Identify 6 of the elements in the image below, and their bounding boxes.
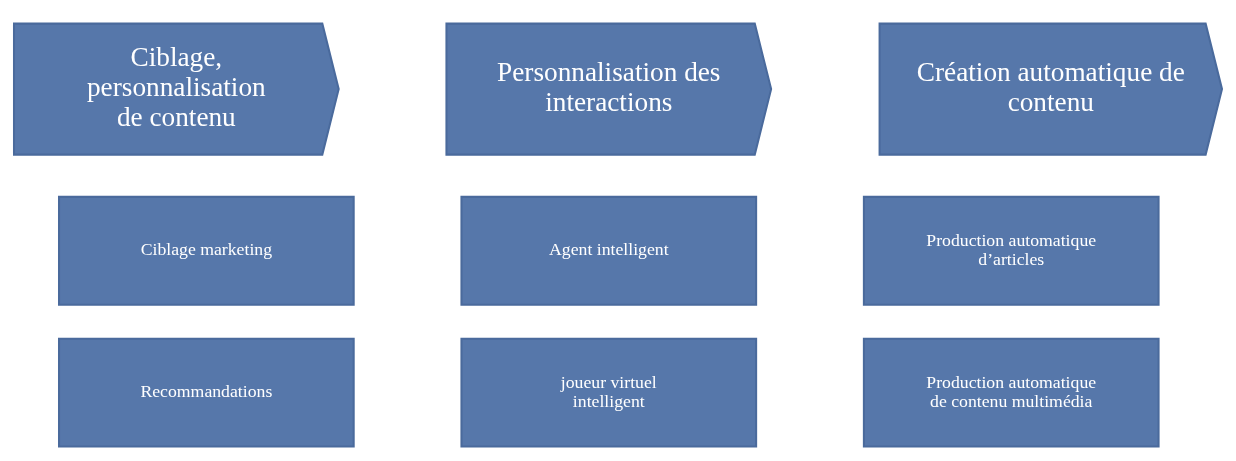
node-box: Agent intelligent (460, 195, 758, 306)
node-box: Production automatique d’articles (862, 195, 1160, 306)
node-box: Ciblage marketing (58, 195, 355, 306)
node-box: joueur virtuel intelligent (460, 337, 758, 448)
node-box: Production automatique de contenu multimédia (862, 337, 1160, 448)
node-box: Recommandations (58, 337, 355, 448)
